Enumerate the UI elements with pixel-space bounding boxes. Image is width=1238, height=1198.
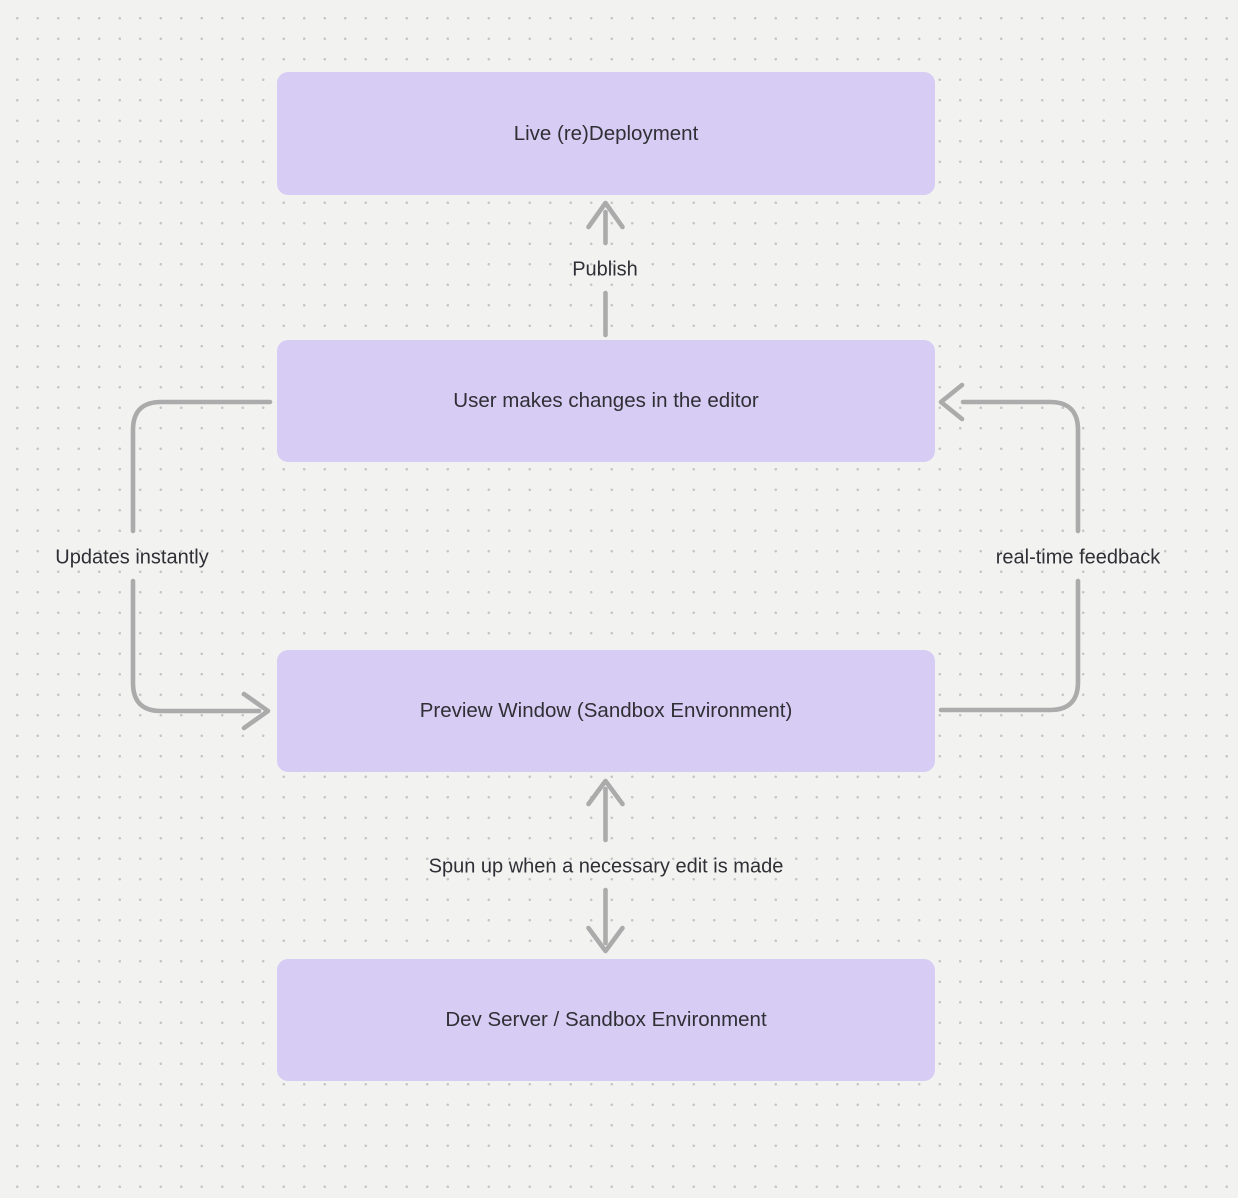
node-user-editor[interactable]: User makes changes in the editor [277, 340, 935, 462]
arrowhead-right-icon [241, 691, 271, 731]
node-label: Dev Server / Sandbox Environment [445, 1008, 767, 1032]
node-dev-server[interactable]: Dev Server / Sandbox Environment [277, 959, 935, 1081]
node-preview-window[interactable]: Preview Window (Sandbox Environment) [277, 650, 935, 772]
edge-label-spun-up[interactable]: Spun up when a necessary edit is made [428, 855, 784, 878]
edge-label-updates-instantly[interactable]: Updates instantly [55, 546, 209, 569]
node-label: User makes changes in the editor [453, 389, 759, 413]
node-live-deployment[interactable]: Live (re)Deployment [277, 72, 935, 195]
arrowhead-down-icon [586, 925, 625, 954]
edge-label-realtime-feedback[interactable]: real-time feedback [995, 546, 1161, 569]
edge-label-publish[interactable]: Publish [572, 258, 638, 281]
node-label: Preview Window (Sandbox Environment) [419, 699, 793, 723]
arrowhead-up-icon [586, 200, 625, 230]
arrowhead-left-icon [938, 382, 965, 422]
arrowhead-up-icon [586, 778, 625, 807]
node-label: Live (re)Deployment [513, 121, 699, 145]
